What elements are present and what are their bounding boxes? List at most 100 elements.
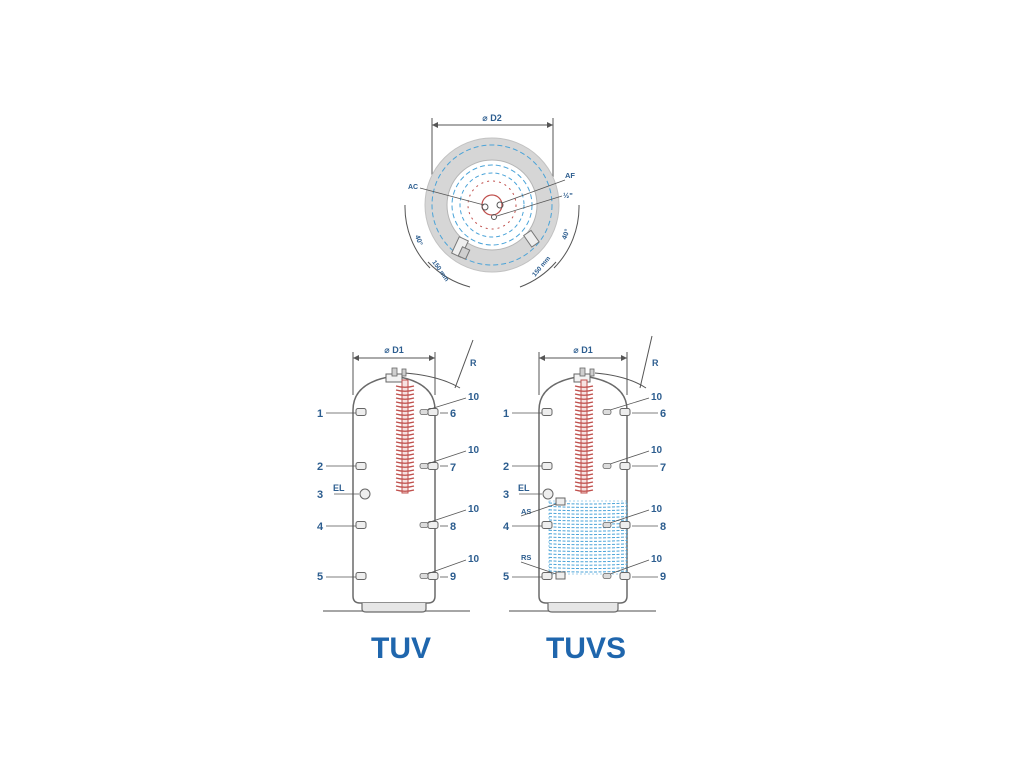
port-nozzle: [427, 572, 439, 580]
heater-coil-turn: [574, 485, 594, 488]
angle-right-label: 40°: [560, 228, 571, 241]
af-label: AF: [565, 171, 575, 180]
tuvs-right-ports: [602, 397, 658, 580]
tuvs-rs-port: [555, 571, 566, 580]
heater-coil-turn: [574, 477, 594, 480]
tuv-left-label-2: 2: [317, 461, 323, 473]
sensor-fitting: [419, 573, 429, 579]
top-view-nozzle-left: [451, 236, 471, 260]
heater-coil-turn: [574, 421, 594, 424]
tuv-top-label-10-d: 10: [468, 554, 480, 565]
tuvs-left-label-3: 3: [503, 489, 509, 501]
heater-coil-turn: [395, 413, 415, 416]
heater-coil-turn: [395, 409, 415, 412]
solar-coil-turn: [548, 567, 628, 570]
tuv-diameter-label: ⌀ D1: [384, 345, 403, 355]
tuv-el-label: EL: [333, 483, 345, 493]
heater-coil-turn: [574, 401, 594, 404]
heater-coil-turn: [574, 405, 594, 408]
heater-coil-turn: [574, 425, 594, 428]
sensor-leader: [426, 509, 467, 524]
port-nozzle: [541, 521, 553, 529]
tuvs-top-label-10-b: 10: [651, 445, 663, 456]
sensor-leader: [609, 450, 650, 465]
tuv-top-label-10-b: 10: [468, 445, 480, 456]
heater-rod: [401, 379, 409, 494]
heater-coil-turn: [574, 417, 594, 420]
tuvs-title: TUVS: [546, 632, 626, 665]
sensor-fitting: [419, 409, 429, 415]
solar-coil-turn: [548, 570, 628, 573]
tuv-left-label-1: 1: [317, 408, 323, 420]
solar-coil-turn: [548, 522, 628, 525]
solar-coil-turn: [548, 526, 628, 529]
tuvs-diameter-label: ⌀ D1: [573, 345, 592, 355]
tuv-top-label-10-a: 10: [468, 392, 480, 403]
heater-coil-turn: [395, 449, 415, 452]
tuvs-top-label-10-c: 10: [651, 504, 663, 515]
heater-coil-turn: [574, 393, 594, 396]
tuvs-tank-base: [547, 603, 619, 613]
solar-coil-turn: [548, 516, 628, 519]
tuvs-top-label-10-a: 10: [651, 392, 663, 403]
heater-coil-turn: [395, 405, 415, 408]
af-port: [496, 201, 504, 209]
heater-coil-turn: [395, 473, 415, 476]
port-nozzle: [541, 462, 553, 470]
heater-coil-turn: [574, 433, 594, 436]
port-nozzle: [619, 408, 631, 416]
heater-coil-turn: [395, 397, 415, 400]
heater-coil-turn: [574, 473, 594, 476]
heater-coil-turn: [395, 417, 415, 420]
heater-coil-turn: [395, 453, 415, 456]
heater-rod: [580, 379, 588, 494]
sensor-leader: [609, 559, 650, 575]
heater-coil-turn: [395, 385, 415, 388]
heater-coil-turn: [574, 413, 594, 416]
heater-coil-turn: [395, 437, 415, 440]
heater-coil-turn: [574, 441, 594, 444]
tuvs-right-label-8: 8: [660, 521, 666, 533]
port-nozzle: [619, 462, 631, 470]
tuv-right-label-8: 8: [450, 521, 456, 533]
solar-coil-turn: [548, 556, 628, 559]
tuv-tank-body: [352, 375, 436, 604]
tuv-right-label-6: 6: [450, 408, 456, 420]
angle-arc-left: [404, 204, 431, 269]
solar-coil-turn: [548, 512, 628, 515]
heater-coil-turn: [395, 469, 415, 472]
half-inch-label: ½": [563, 191, 573, 200]
solar-coil-turn: [548, 553, 628, 556]
dashed-ring-outer: [431, 144, 553, 266]
tuv-left-ports: [326, 408, 367, 580]
tuvs-el-port: [542, 488, 554, 500]
heater-coil-turn: [574, 457, 594, 460]
tuvs-left-ports: [512, 408, 553, 580]
ac-port: [481, 203, 489, 211]
tuv-heating-element: [395, 379, 415, 494]
tuvs-left-label-5: 5: [503, 571, 509, 583]
heater-coil-turn: [395, 429, 415, 432]
tuvs-top-label-10-d: 10: [651, 554, 663, 565]
sensor-fitting: [602, 463, 612, 469]
top-view: ⌀ D2 40° 40° 150 mm 150 mm: [404, 113, 580, 288]
heater-coil-turn: [395, 485, 415, 488]
top-view-diameter-label: ⌀ D2: [482, 113, 501, 123]
dist-arc-right: [519, 261, 557, 288]
tuv-right-label-9: 9: [450, 571, 456, 583]
solar-coil-turn: [548, 563, 628, 566]
heater-coil-turn: [574, 465, 594, 468]
heater-coil-turn: [395, 465, 415, 468]
sensor-leader: [426, 450, 467, 465]
solar-coil-turn: [548, 539, 628, 542]
sensor-leader: [426, 397, 467, 411]
solar-coil-turn: [548, 550, 628, 553]
heater-coil-turn: [574, 449, 594, 452]
heater-coil-turn: [574, 461, 594, 464]
tuv-left-label-3: 3: [317, 489, 323, 501]
dist-left-label: 150 mm: [430, 259, 450, 283]
tuv-left-label-5: 5: [317, 571, 323, 583]
half-inch-port: [491, 214, 497, 220]
port-nozzle: [355, 408, 367, 416]
heater-coil-turn: [395, 425, 415, 428]
